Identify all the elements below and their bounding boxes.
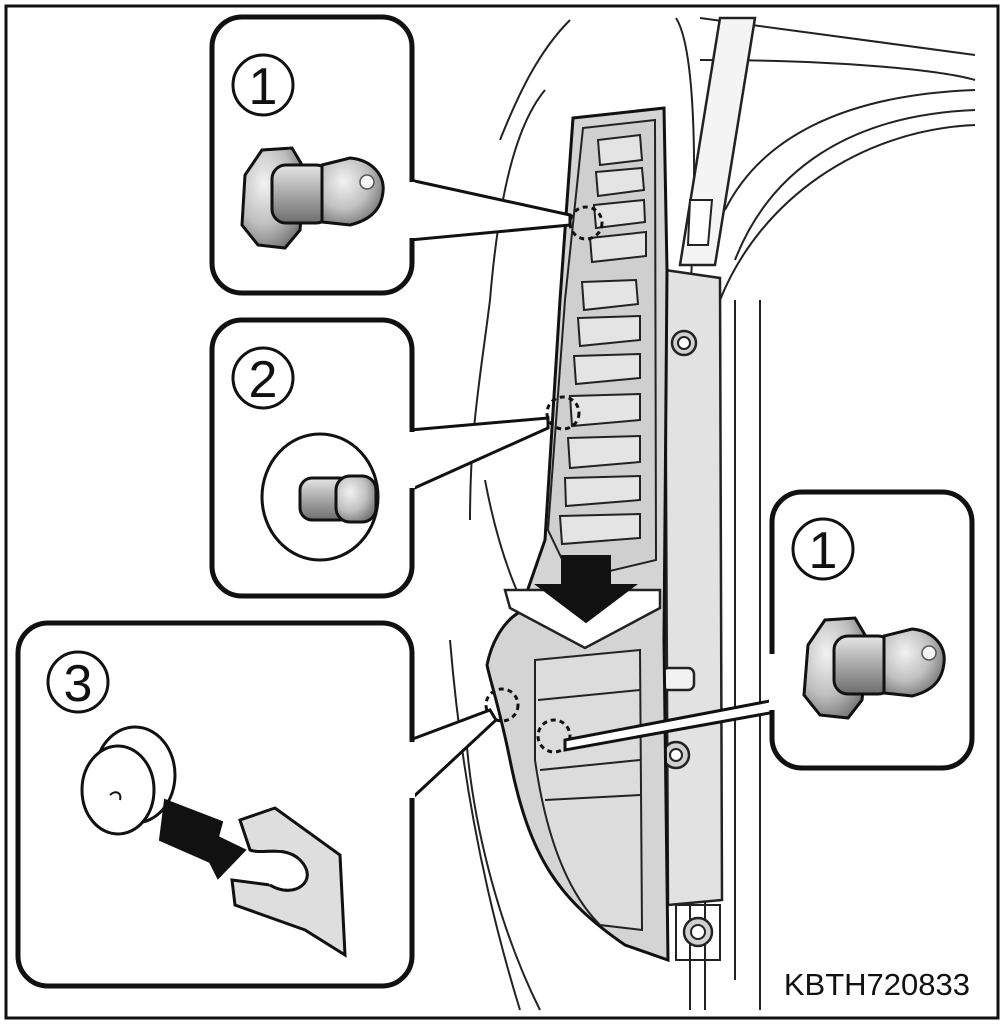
- clip-type-1-illustration: [240, 146, 385, 250]
- callout-number-2: 2: [249, 351, 278, 409]
- callout-number-1: 1: [249, 58, 278, 116]
- clip-type-3-illustration: [80, 725, 347, 958]
- callout-1-top: 1: [209, 14, 572, 296]
- callout-number-badge: [791, 517, 855, 581]
- clip-marker: [545, 395, 581, 431]
- callout-number-badge: [46, 650, 110, 714]
- inner-panel: [660, 268, 724, 961]
- clip-marker: [536, 718, 572, 754]
- figure-code: KBTH720833: [784, 967, 970, 1002]
- clip-marker: [484, 687, 520, 723]
- callout-2: 2: [209, 317, 550, 599]
- pillar-strip: [678, 16, 757, 267]
- callout-1-right: 1: [563, 489, 975, 771]
- callout-number-1-right: 1: [809, 522, 838, 580]
- callout-number-badge: [231, 53, 295, 117]
- clip-type-1-illustration: [802, 616, 946, 720]
- callout-number-3: 3: [64, 655, 93, 713]
- clip-type-2-illustration: [260, 432, 380, 562]
- slide-out-arrow: [158, 798, 247, 880]
- callout-3: 3: [15, 620, 498, 989]
- callout-number-badge: [231, 346, 295, 410]
- pull-down-arrow: [503, 555, 662, 650]
